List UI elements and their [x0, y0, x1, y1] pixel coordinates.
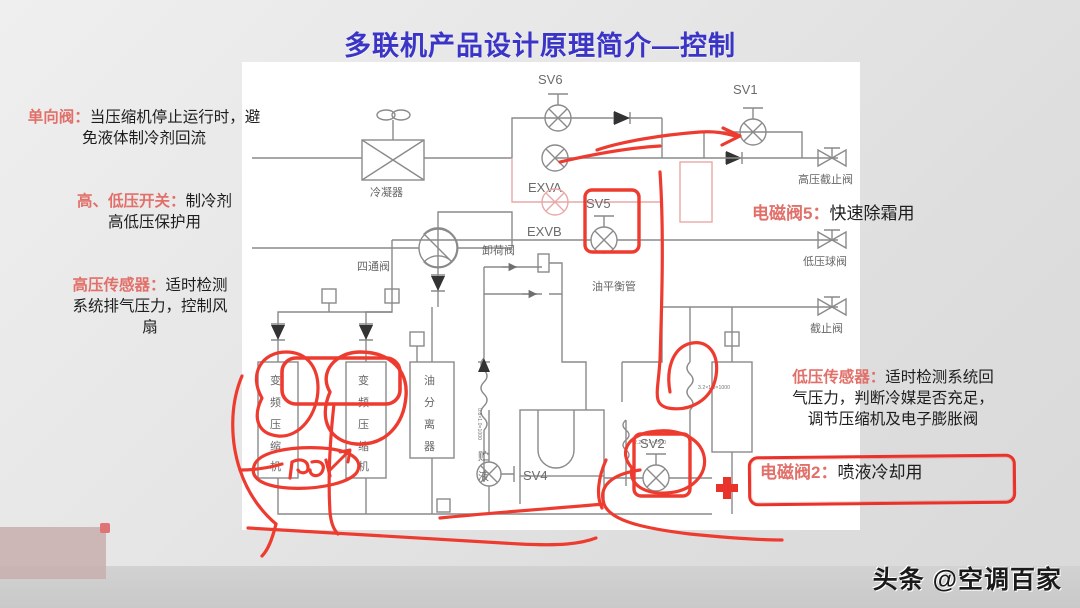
oil-separator-2-body	[711, 361, 753, 453]
watermark: 头条 @空调百家	[872, 566, 1062, 594]
label-compressor-b-3: 压	[358, 418, 369, 431]
annotation-hp-sensor-body2: 系统排气压力，控制风	[72, 297, 228, 315]
label-four-way-valve: 四通阀	[357, 259, 390, 273]
annotation-pressure-switch-key: 高、低压开关：	[76, 193, 186, 210]
annotation-hp-sensor-body: 适时检测	[165, 277, 228, 294]
valve-sv2	[642, 453, 670, 492]
label-compressor-a-3: 压	[270, 418, 281, 431]
four-way-valve	[418, 227, 459, 269]
label-compressor-b-4: 缩	[358, 440, 369, 453]
valve-hp-stop	[817, 147, 847, 168]
label-oil-sep-3: 离	[424, 417, 435, 431]
label-condenser: 冷凝器	[370, 185, 403, 199]
refrigeration-schematic: .ln{stroke:#8a8a8a;stroke-width:1.4;fill…	[242, 62, 860, 530]
annotation-pressure-switch-body2: 高低压保护用	[107, 213, 201, 231]
label-compressor-a-4: 缩	[270, 440, 281, 453]
valve-sv6	[544, 93, 572, 132]
page-title: 多联机产品设计原理简介—控制	[344, 31, 736, 61]
annotation-lp-sensor: 低压传感器：适时检测系统回 气压力，判断冷媒是否充足， 调节压缩机及电子膨胀阀	[748, 368, 1038, 431]
valve-exvb	[541, 188, 569, 216]
annotation-sv2-body: 喷液冷却用	[837, 463, 923, 482]
annotation-hp-sensor: 高压传感器：适时检测 系统排气压力，控制风 扇	[30, 276, 270, 339]
annotation-hp-sensor-body3: 扇	[142, 318, 158, 336]
label-capillary-3: 3.2×1.9×1000	[698, 385, 730, 391]
label-compressor-a-2: 频	[270, 395, 281, 409]
label-compressor-a-5: 机	[270, 459, 281, 473]
label-sv4: SV4	[523, 468, 548, 483]
label-oil-sep-1: 油	[424, 373, 435, 387]
annotation-sv5: 电磁阀5：快速除霜用	[752, 203, 1022, 226]
annotation-pressure-switch: 高、低压开关：制冷剂 高低压保护用	[52, 192, 257, 234]
annotation-check-valve-key: 单向阀：	[27, 109, 90, 126]
sensor-box-3	[409, 331, 425, 347]
label-lp-ball-valve: 低压球阀	[803, 254, 847, 268]
annotation-check-valve: 单向阀：当压缩机停止运行时，避 免液体制冷剂回流	[24, 108, 264, 150]
accumulator-body	[519, 409, 605, 477]
annotation-lp-sensor-key: 低压传感器：	[792, 369, 886, 386]
label-oil-sep-2: 分	[424, 396, 435, 409]
annotation-pressure-switch-body: 制冷剂	[185, 193, 233, 210]
annotation-check-valve-body2: 免液体制冷剂回流	[81, 129, 206, 147]
sensor-box-5	[724, 331, 740, 347]
sensor-box-2	[384, 288, 400, 304]
annotation-lp-sensor-body2: 气压力，判断冷媒是否充足，	[792, 389, 994, 407]
label-exvb: EXVB	[527, 224, 562, 239]
sensor-box-1	[321, 288, 337, 304]
label-hp-stop-valve: 高压截止阀	[798, 172, 853, 186]
annotation-lp-sensor-body: 适时检测系统回	[885, 369, 994, 386]
annotation-check-valve-body: 当压缩机停止运行时，避	[89, 109, 261, 126]
annotation-hp-sensor-key: 高压传感器：	[72, 277, 166, 294]
slide-bottom-band	[0, 566, 1080, 608]
label-sv6: SV6	[538, 72, 563, 87]
valve-lp-ball	[817, 229, 847, 250]
label-capillary-1: 0.8×1.0×1000	[476, 408, 482, 440]
decorative-pink-block	[0, 523, 110, 579]
label-unload-valve: 卸荷阀	[482, 243, 515, 257]
annotation-sv5-body: 快速除霜用	[829, 204, 915, 223]
annotation-sv5-key: 电磁阀5：	[752, 204, 830, 223]
label-oil-balance-pipe: 油平衡管	[592, 279, 636, 293]
label-compressor-a-1: 变	[270, 373, 281, 387]
annotation-lp-sensor-body3: 调节压缩机及电子膨胀阀	[807, 410, 979, 428]
label-stop-valve: 截止阀	[810, 321, 843, 335]
label-sv1: SV1	[733, 82, 758, 97]
label-compressor-b-1: 变	[358, 373, 369, 387]
label-exva: EXVA	[528, 180, 562, 195]
label-compressor-b-2: 频	[358, 395, 369, 409]
label-compressor-b-5: 机	[358, 459, 369, 473]
annotation-sv2: 电磁阀2：喷液冷却用	[760, 462, 1010, 485]
red-plus-marker	[716, 477, 738, 499]
valve-sv5	[590, 215, 618, 254]
label-accumulator-1: 贮	[478, 450, 489, 463]
annotation-sv2-key: 电磁阀2：	[760, 463, 838, 482]
valve-stop	[817, 296, 847, 317]
label-capillary-2: 2.2×1.4×2500	[634, 440, 666, 446]
label-accumulator-2: 液	[478, 469, 489, 483]
sensor-box-4	[436, 498, 451, 513]
valve-sv1	[739, 107, 767, 146]
label-oil-sep-4: 器	[424, 440, 435, 453]
label-sv5: SV5	[586, 196, 611, 211]
